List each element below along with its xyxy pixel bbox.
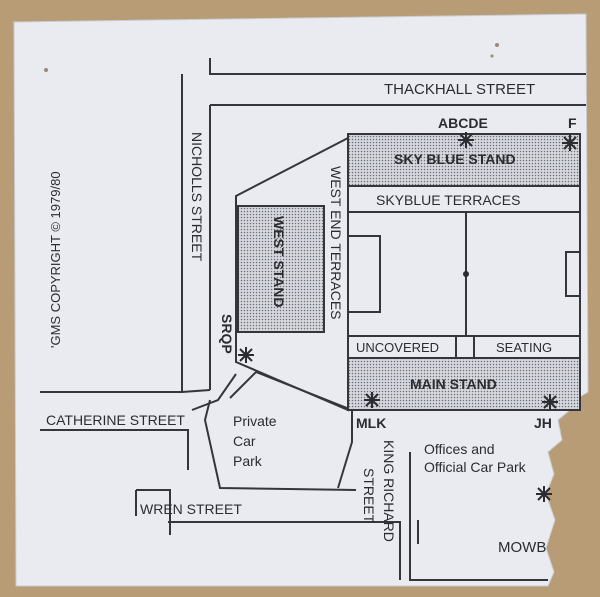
copyright-text: 'GMS COPYRIGHT © 1979/80: [48, 171, 63, 348]
street-label-king-richard: KING RICHARD: [381, 440, 397, 542]
area-label-offices-1: Offices and: [424, 441, 495, 457]
private-car-park-boundary: [191, 373, 237, 411]
street-label-thackhall: THACKHALL STREET: [384, 81, 535, 98]
punch-hole: [495, 43, 499, 47]
turnstile-star-icon: [562, 135, 578, 151]
gate-label-abcde: ABCDE: [438, 115, 488, 131]
stand-label-uncovered: UNCOVERED: [356, 340, 439, 355]
road-network: [40, 58, 586, 581]
punch-hole: [44, 68, 48, 72]
area-label-private-car-park-2: Car: [233, 433, 256, 449]
gate-label-jh: JH: [534, 415, 552, 431]
area-label-private-car-park-1: Private: [233, 413, 277, 429]
turnstile-star-icon: [542, 394, 558, 410]
street-label-wren: WREN STREET: [140, 501, 242, 517]
area-label-private-car-park-3: Park: [233, 453, 263, 469]
area-label-offices-2: Official Car Park: [424, 459, 527, 475]
gate-label-f: F: [568, 115, 577, 131]
uncovered-seating-strip: [347, 335, 581, 359]
stand-label-west-end-terraces: WEST END TERRACES: [328, 166, 344, 320]
turnstile-star-icon: [458, 132, 474, 148]
gate-label-srqp: SRQP: [219, 314, 235, 354]
street-label-mowbray: MOWB: [498, 539, 546, 556]
stand-label-skyblue-terraces: SKYBLUE TERRACES: [376, 192, 520, 208]
street-label-king-richard-2: STREET: [361, 468, 377, 524]
stand-label-west: WEST STAND: [271, 216, 287, 308]
pitch: [347, 211, 581, 337]
stand-label-sky-blue: SKY BLUE STAND: [394, 151, 516, 167]
street-label-nicholls: NICHOLLS STREET: [189, 132, 205, 262]
stand-label-seating: SEATING: [496, 340, 552, 355]
stand-label-main: MAIN STAND: [410, 376, 497, 392]
turnstile-star-icon: [364, 392, 380, 408]
west-stand: [237, 205, 325, 333]
gate-label-mlk: MLK: [356, 415, 386, 431]
main-stand: [347, 357, 581, 411]
street-label-catherine: CATHERINE STREET: [46, 412, 185, 428]
turnstile-star-icon: [238, 347, 254, 363]
turnstile-star-icon: [536, 486, 552, 502]
punch-hole: [490, 54, 494, 58]
